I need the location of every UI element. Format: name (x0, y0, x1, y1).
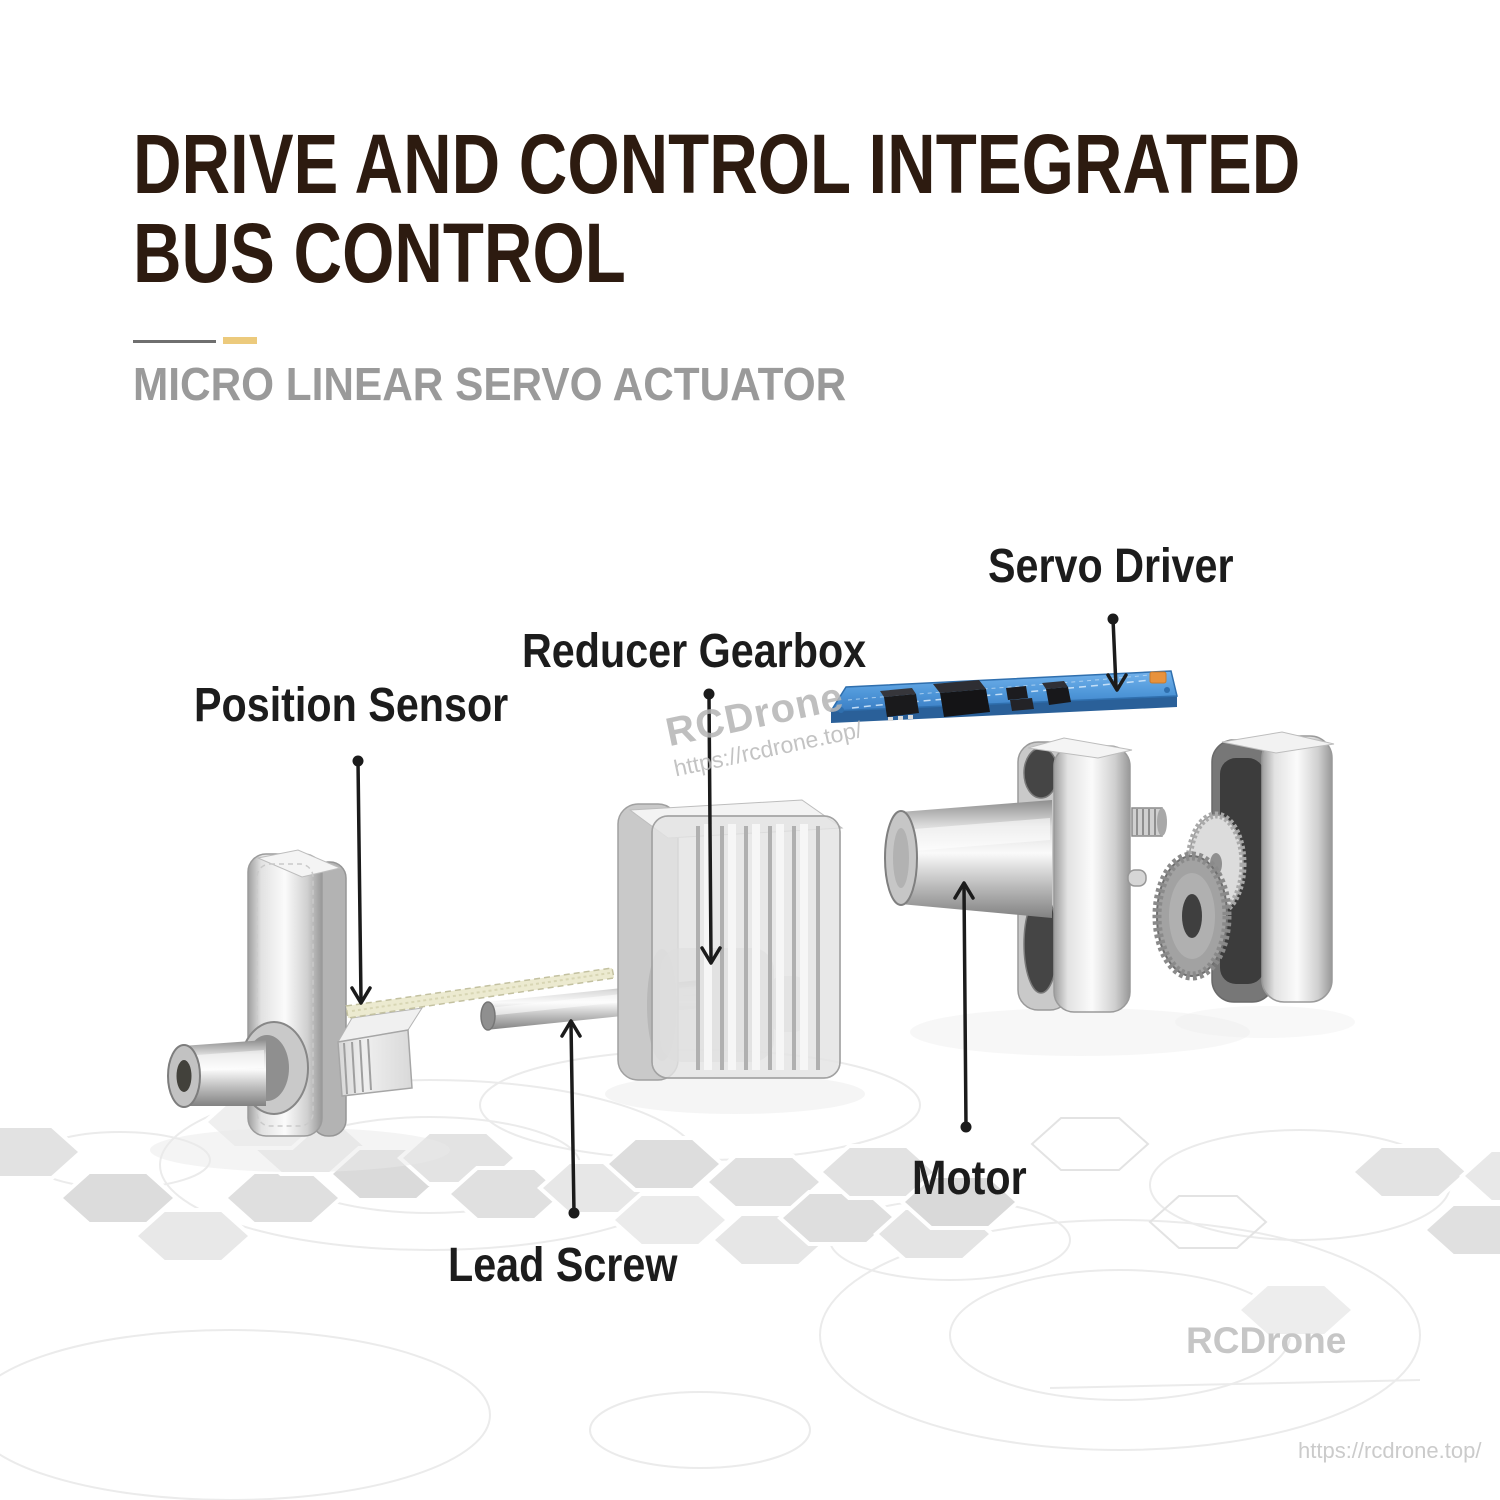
gear-train-and-bracket (1152, 731, 1335, 1003)
divider-gray-line (133, 340, 216, 343)
page-subtitle: MICRO LINEAR SERVO ACTUATOR (133, 358, 847, 410)
label-position-sensor: Position Sensor (194, 679, 509, 732)
label-reducer-gearbox: Reducer Gearbox (522, 625, 867, 678)
reducer-gearbox-assembly (480, 799, 844, 1081)
leader-position-sensor (350, 755, 372, 1005)
pcb-chips (880, 671, 1167, 721)
label-motor: Motor (912, 1152, 1027, 1205)
servo-driver-pcb (829, 670, 1178, 723)
leader-motor (953, 881, 975, 1133)
leader-reducer-gearbox (700, 688, 722, 965)
title-line-1: DRIVE AND CONTROL INTEGRATED (133, 117, 1301, 211)
gearbox-ribs (696, 824, 820, 1070)
watermark-corner-name: RCDrone (1186, 1320, 1347, 1361)
ground-shadows (150, 1006, 1355, 1172)
label-servo-driver: Servo Driver (988, 540, 1234, 593)
leader-lines (350, 613, 1128, 1219)
leader-servo-driver (1106, 613, 1128, 692)
title-line-2: BUS CONTROL (133, 206, 626, 300)
divider-gold-accent (223, 337, 257, 344)
page-title: DRIVE AND CONTROL INTEGRATED BUS CONTROL (133, 120, 1300, 298)
watermark-corner-url: https://rcdrone.top/ (1298, 1438, 1482, 1463)
label-lead-screw: Lead Screw (448, 1239, 678, 1292)
position-sensor-assembly (167, 849, 615, 1137)
leader-lead-screw (560, 1019, 582, 1219)
motor-assembly (884, 737, 1167, 1013)
